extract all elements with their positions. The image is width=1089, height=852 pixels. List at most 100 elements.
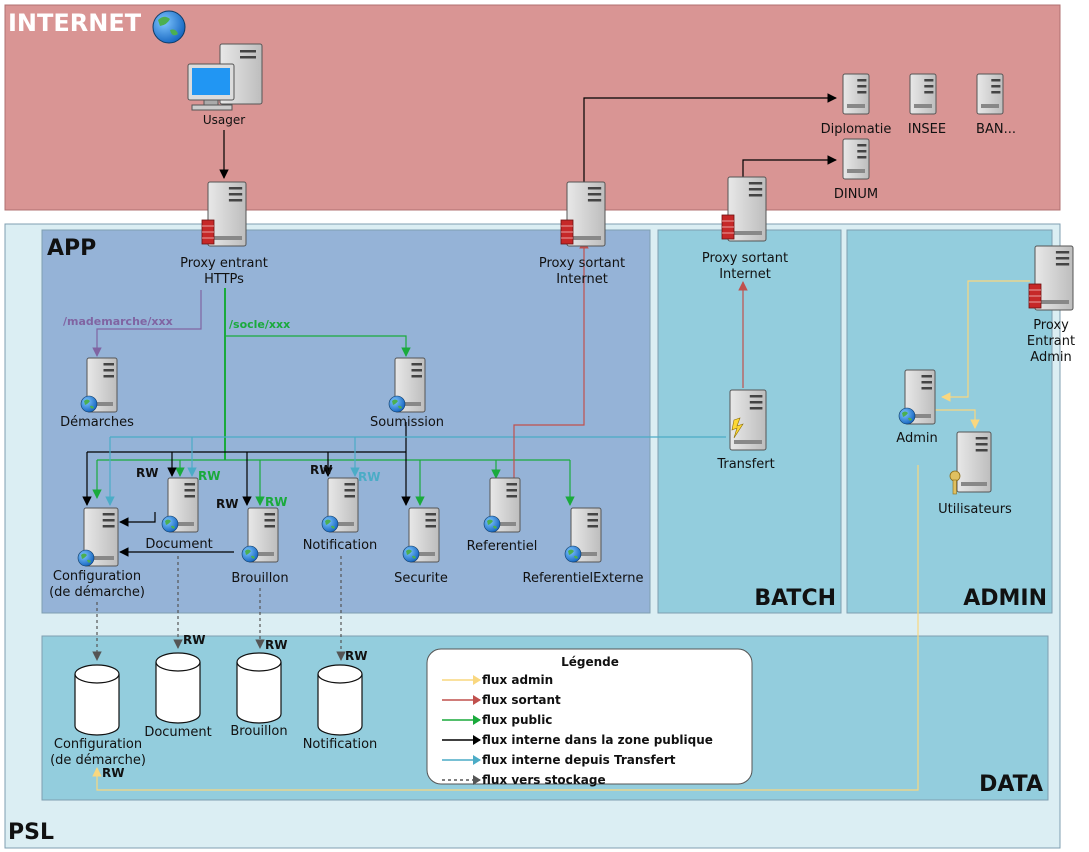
globe-icon [161,515,179,533]
configuration-label-2: (de démarche) [49,585,145,600]
edge-mademarche [92,290,202,357]
legend-item-label: flux vers stockage [482,773,606,787]
legend-title: Légende [561,655,619,669]
storage-brouillon-label: Brouillon [230,724,287,739]
server-proxy-sortant-batch [721,176,767,242]
globe-icon [321,515,339,533]
server-proxy-sortant-app [560,181,606,247]
globe-icon [564,545,582,563]
rw-storage-document: RW [183,633,205,647]
proxy-admin-label-3: Admin [1030,350,1071,365]
server-ban [976,73,1004,115]
server-proxy-entrant [201,181,247,247]
globe-icon [402,545,420,563]
rw-brouillon-int: RW [216,497,238,511]
rw-document-public: RW [198,469,220,483]
rw-brouillon-public: RW [265,495,287,509]
admin-label: Admin [896,431,937,446]
server-insee [909,73,937,115]
usager-label: Usager [203,113,245,127]
rw-storage-configuration: RW [102,766,124,780]
edge-proxy-sortant-dinum [742,155,837,177]
server-soumission [388,357,426,413]
storage-configuration-label-2: (de démarche) [50,753,146,768]
edge-public-soumission [225,335,411,357]
edge-admin-config-storage [92,465,919,791]
server-document [161,477,199,533]
server-notification [321,477,359,533]
legend-item-label: flux interne depuis Transfert [482,753,676,767]
configuration-label-1: Configuration [53,569,141,584]
proxy-entrant-label-1: Proxy entrant [180,256,268,271]
legend-item-label: flux sortant [482,693,561,707]
edge-admin-utilisateurs [935,409,980,429]
rw-notification-transfert: RW [358,470,380,484]
soumission-label: Soumission [370,415,444,430]
server-referentiel-externe [564,507,602,563]
legend-item: flux sortant [442,693,561,707]
proxy-sortant-batch-label-1: Proxy sortant [702,251,788,266]
legend: Légende flux admin flux sortant flux public… [426,648,753,787]
referentiel-label: Referentiel [467,539,538,554]
server-configuration [77,507,119,567]
zone-data-title: DATA [979,772,1043,797]
server-proxy-entrant-admin [1028,245,1074,311]
document-label: Document [145,537,212,552]
proxy-sortant-app-label-2: Internet [556,272,608,287]
rw-notification-int: RW [310,463,332,477]
proxy-sortant-app-label-1: Proxy sortant [539,256,625,271]
zone-batch-title: BATCH [754,586,836,611]
legend-item-label: flux admin [482,673,553,687]
route-socle-label: /socle/xxx [229,318,290,331]
legend-item: flux interne dans la zone publique [442,733,713,747]
legend-item-label: flux public [482,713,552,727]
storage-document [155,652,201,724]
utilisateurs-label: Utilisateurs [938,502,1012,517]
proxy-admin-label-1: Proxy [1033,318,1069,333]
edge-int-document-config [119,512,156,527]
internet-globe-icon [152,10,186,44]
proxy-entrant-label-2: HTTPs [204,272,244,287]
ban-label: BAN... [976,122,1016,137]
legend-item: flux interne depuis Transfert [442,753,676,767]
brouillon-label: Brouillon [231,571,288,586]
globe-icon [388,395,406,413]
zone-admin: ADMIN [846,229,1053,614]
zone-app: APP [41,229,651,614]
storage-notification [317,664,363,736]
globe-icon [483,515,501,533]
firewall-icon [1028,283,1042,309]
storage-configuration-label-1: Configuration [54,737,142,752]
zone-internet-title: INTERNET [8,9,142,37]
zone-app-title: APP [47,236,96,261]
storage-notification-label: Notification [303,737,378,752]
storage-brouillon [236,652,282,724]
insee-label: INSEE [908,122,946,137]
usager-workstation [187,43,263,111]
firewall-icon [560,219,574,245]
lightning-icon [731,417,744,439]
server-admin [898,369,936,425]
key-icon [949,470,961,495]
rw-storage-brouillon: RW [265,638,287,652]
zone-admin-title: ADMIN [963,586,1047,611]
server-diplomatie [842,73,870,115]
securite-label: Securite [394,571,448,586]
globe-icon [77,549,95,567]
edge-proxy-sortant-diplomatie [583,93,837,182]
proxy-sortant-batch-label-2: Internet [719,267,771,282]
storage-configuration [74,664,120,736]
server-dinum [842,138,870,180]
firewall-icon [721,214,735,240]
rw-storage-notification: RW [345,649,367,663]
globe-icon [241,545,259,563]
zone-internet: INTERNET [4,4,1061,211]
server-demarches [80,357,118,413]
zone-psl-title: PSL [8,820,54,845]
server-securite [402,507,440,563]
legend-item: flux public [442,713,552,727]
route-mademarche-label: /mademarche/xxx [63,315,173,328]
legend-item-label: flux interne dans la zone publique [482,733,713,747]
globe-icon [898,407,916,425]
